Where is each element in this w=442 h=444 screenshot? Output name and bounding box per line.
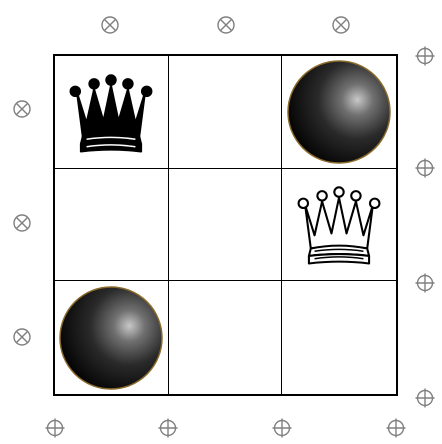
open-marker-icon	[414, 387, 436, 409]
blocked-marker-icon	[330, 14, 352, 36]
open-marker-icon	[157, 417, 179, 439]
left-marker-0[interactable]	[11, 98, 33, 120]
bottom-marker-3[interactable]	[385, 417, 407, 439]
bottom-marker-0[interactable]	[44, 417, 66, 439]
black-queen-icon[interactable]	[64, 65, 158, 159]
open-marker-icon	[414, 45, 436, 67]
blocked-marker-icon	[215, 14, 237, 36]
right-marker-1[interactable]	[414, 157, 436, 179]
board-cell-r1-c0[interactable]	[55, 169, 169, 282]
right-marker-0[interactable]	[414, 45, 436, 67]
open-marker-icon	[414, 272, 436, 294]
board-cell-r2-c2[interactable]	[282, 281, 396, 394]
board-cell-r2-c1[interactable]	[169, 281, 283, 394]
right-marker-2[interactable]	[414, 272, 436, 294]
top-marker-2[interactable]	[330, 14, 352, 36]
blocked-marker-icon	[99, 14, 121, 36]
bottom-marker-2[interactable]	[271, 417, 293, 439]
right-marker-3[interactable]	[414, 387, 436, 409]
white-queen-icon[interactable]	[292, 177, 386, 271]
open-marker-icon	[271, 417, 293, 439]
open-marker-icon	[414, 157, 436, 179]
open-marker-icon	[44, 417, 66, 439]
left-marker-2[interactable]	[11, 326, 33, 348]
open-marker-icon	[385, 417, 407, 439]
black-ball-icon[interactable]	[285, 58, 393, 166]
board-cell-r2-c0[interactable]	[55, 281, 169, 394]
left-marker-1[interactable]	[11, 212, 33, 234]
board-cell-r1-c1[interactable]	[169, 169, 283, 282]
board-cell-r0-c2[interactable]	[282, 56, 396, 169]
board-cell-r0-c0[interactable]	[55, 56, 169, 169]
game-board	[53, 54, 398, 396]
bottom-marker-1[interactable]	[157, 417, 179, 439]
board-cell-r0-c1[interactable]	[169, 56, 283, 169]
board-cell-r1-c2[interactable]	[282, 169, 396, 282]
blocked-marker-icon	[11, 326, 33, 348]
top-marker-0[interactable]	[99, 14, 121, 36]
blocked-marker-icon	[11, 212, 33, 234]
black-ball-icon[interactable]	[57, 284, 165, 392]
top-marker-1[interactable]	[215, 14, 237, 36]
blocked-marker-icon	[11, 98, 33, 120]
